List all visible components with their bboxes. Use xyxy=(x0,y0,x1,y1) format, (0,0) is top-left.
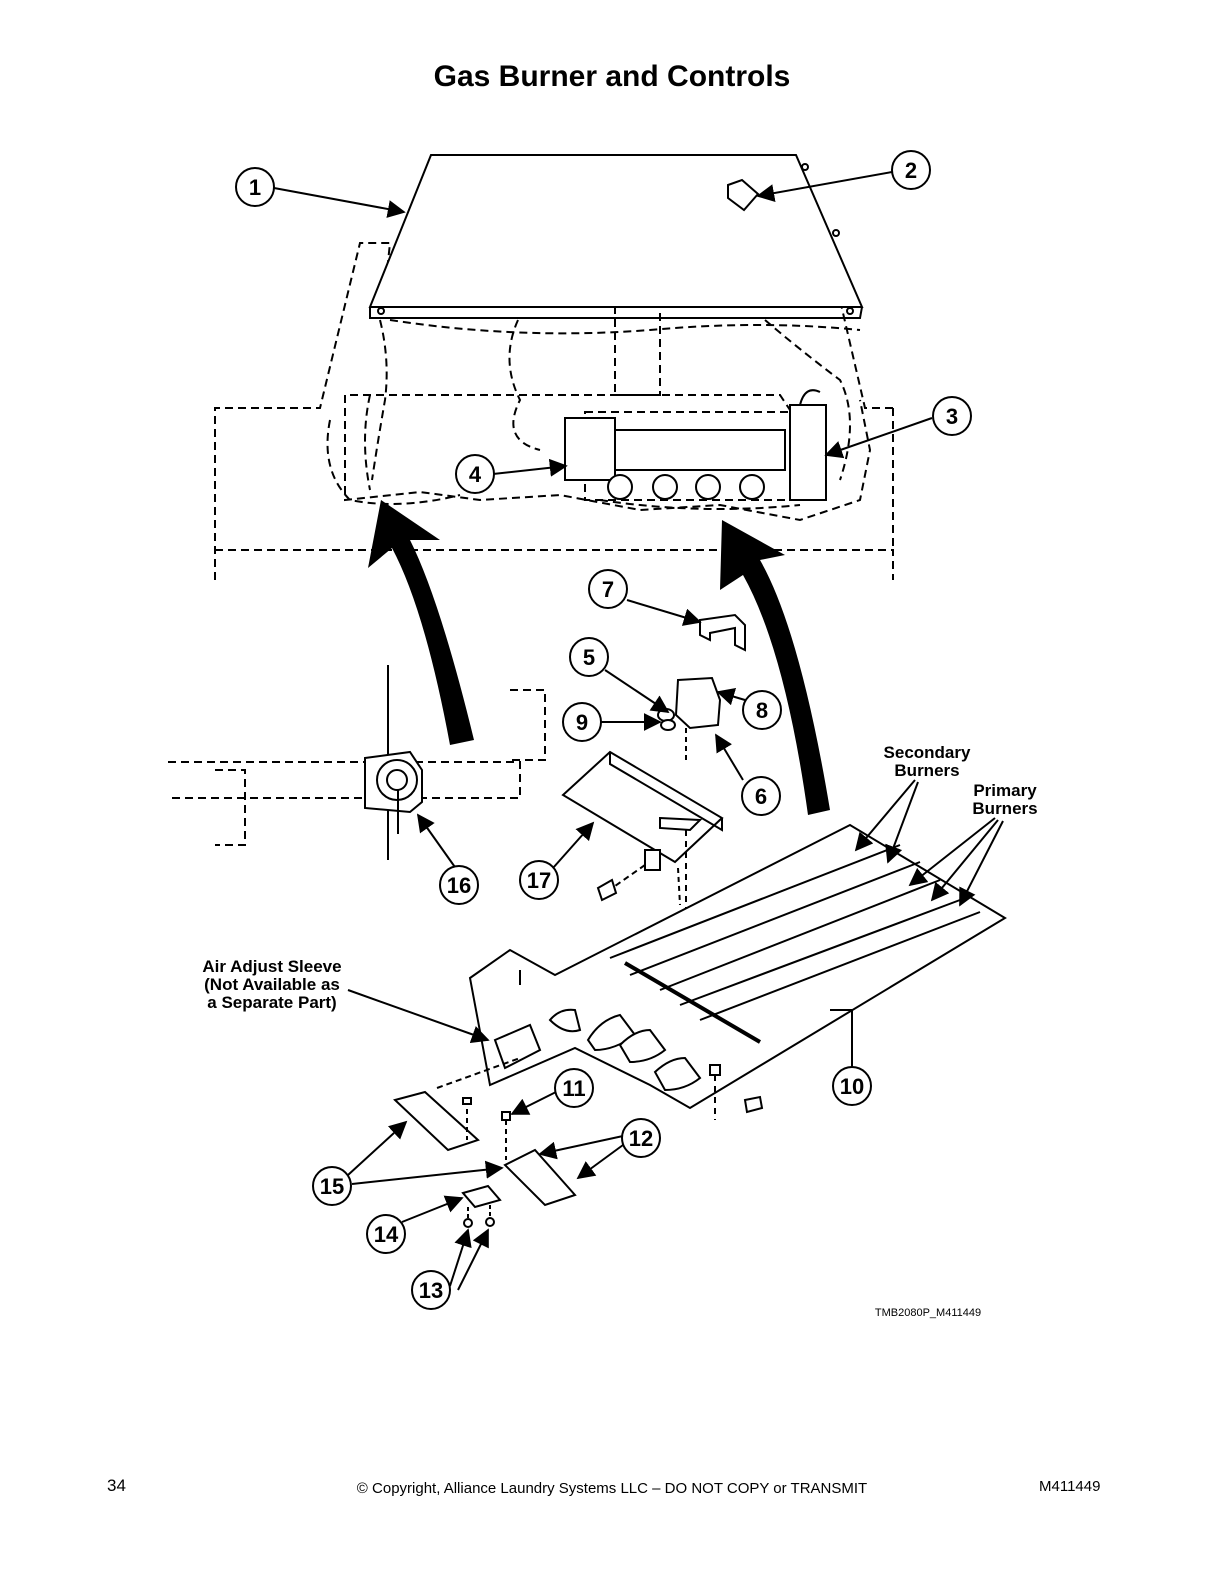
callout-9: 9 xyxy=(562,702,602,742)
callout-4: 4 xyxy=(455,454,495,494)
callout-3: 3 xyxy=(932,396,972,436)
callout-6: 6 xyxy=(741,776,781,816)
svg-text:2: 2 xyxy=(905,158,917,183)
callout-17: 17 xyxy=(519,860,559,900)
svg-text:11: 11 xyxy=(562,1076,585,1101)
callout-15: 15 xyxy=(312,1166,352,1206)
callout-1: 1 xyxy=(235,167,275,207)
svg-text:Air Adjust Sleeve: Air Adjust Sleeve xyxy=(202,957,341,976)
ignition-module xyxy=(789,389,827,501)
air-adjust-sleeve xyxy=(493,1023,542,1070)
svg-text:(Not Available as: (Not Available as xyxy=(204,975,340,994)
svg-text:Secondary: Secondary xyxy=(884,743,971,762)
svg-text:17: 17 xyxy=(527,868,551,893)
callout-16: 16 xyxy=(439,865,479,905)
gas-pipe-valve xyxy=(168,665,546,860)
callout-10: 10 xyxy=(832,1066,872,1106)
callout-8: 8 xyxy=(742,690,782,730)
callouts: 1 2 3 4 5 6 7 8 9 10 11 12 13 14 15 16 1… xyxy=(235,150,972,1310)
drawing-id: TMB2080P_M411449 xyxy=(875,1307,981,1319)
manifold-parts xyxy=(393,1057,577,1228)
burner-tray xyxy=(468,823,1007,1120)
callout-14: 14 xyxy=(366,1214,406,1254)
svg-text:14: 14 xyxy=(374,1222,399,1247)
leader-lines xyxy=(273,171,1004,1291)
footer-page-number: 34 xyxy=(107,1476,126,1495)
svg-text:3: 3 xyxy=(946,404,958,429)
svg-text:6: 6 xyxy=(755,784,767,809)
svg-text:15: 15 xyxy=(320,1174,344,1199)
svg-text:9: 9 xyxy=(576,710,588,735)
callout-11: 11 xyxy=(554,1068,594,1108)
air-adjust-sleeve-label: Air Adjust Sleeve (Not Available as a Se… xyxy=(202,957,341,1012)
footer-copyright: © Copyright, Alliance Laundry Systems LL… xyxy=(356,1480,868,1497)
svg-text:Burners: Burners xyxy=(972,799,1037,818)
primary-burners-label: Primary Burners xyxy=(972,781,1037,818)
svg-text:5: 5 xyxy=(583,645,595,670)
svg-text:4: 4 xyxy=(469,462,482,487)
gas-valve-assembly xyxy=(564,417,786,500)
svg-text:13: 13 xyxy=(419,1278,443,1303)
svg-text:a Separate Part): a Separate Part) xyxy=(207,993,336,1012)
assembly-arrows xyxy=(368,500,830,815)
svg-text:10: 10 xyxy=(840,1074,864,1099)
bracket-part xyxy=(699,613,746,652)
callout-2: 2 xyxy=(891,150,931,190)
footer-doc-number: M411449 xyxy=(1039,1478,1101,1495)
top-cover-panel xyxy=(368,154,864,319)
svg-text:Burners: Burners xyxy=(894,761,959,780)
ignitor-assembly xyxy=(657,676,722,760)
callout-12: 12 xyxy=(621,1118,661,1158)
svg-text:12: 12 xyxy=(629,1126,653,1151)
svg-text:8: 8 xyxy=(756,698,768,723)
callout-7: 7 xyxy=(588,569,628,609)
page-title: Gas Burner and Controls xyxy=(433,60,791,93)
secondary-burners-label: Secondary Burners xyxy=(884,743,971,780)
svg-text:7: 7 xyxy=(602,577,614,602)
cover-plate xyxy=(727,178,760,212)
svg-text:16: 16 xyxy=(447,873,471,898)
callout-5: 5 xyxy=(569,637,609,677)
svg-text:1: 1 xyxy=(249,175,261,200)
svg-text:Primary: Primary xyxy=(973,781,1037,800)
callout-13: 13 xyxy=(411,1270,451,1310)
